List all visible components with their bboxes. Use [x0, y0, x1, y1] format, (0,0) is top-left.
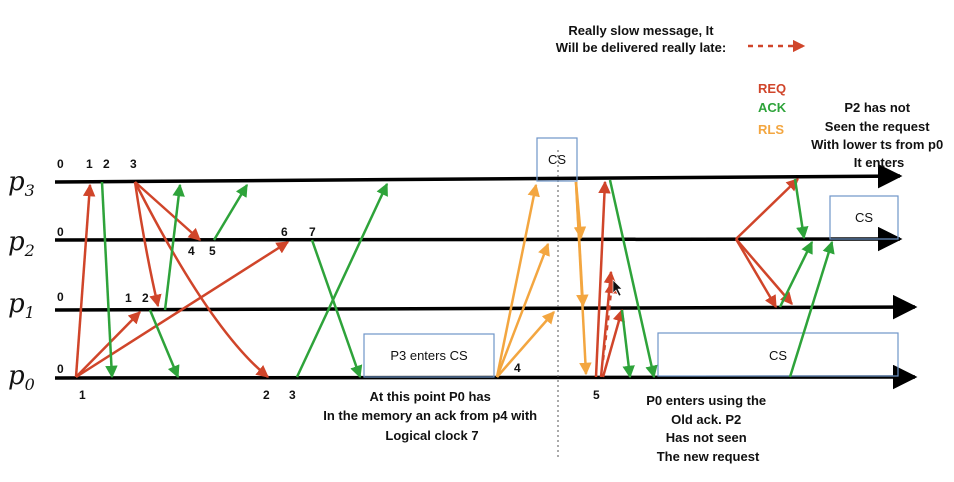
- legend-slow-line2: Will be delivered really late:: [556, 40, 726, 55]
- clock-p0-3: 3: [289, 388, 296, 402]
- clock-p2-6: 6: [281, 225, 288, 239]
- process-label-p3: p3: [8, 167, 35, 200]
- clock-p1-1: 1: [125, 291, 132, 305]
- clock-p3-3: 3: [130, 157, 137, 171]
- ack-p1-p0: [148, 309, 180, 379]
- req-p2-p1: [734, 238, 778, 309]
- req-p0-p1: [75, 311, 141, 378]
- rls-p0-p1: [496, 311, 555, 378]
- slow-req-p0-p2: [601, 280, 618, 361]
- req-p3-p0: [133, 181, 269, 378]
- clock-p1-2: 2: [142, 291, 149, 305]
- rls-messages: [495, 181, 592, 378]
- ack-messages: [100, 178, 835, 379]
- clock-p0-4: 4: [514, 361, 521, 375]
- rls-p0-p2: [495, 242, 550, 378]
- clock-p0-2: 2: [263, 388, 270, 402]
- cs-boxes: CS P3 enters CS CS CS: [363, 137, 899, 378]
- ack-p2-p3: [212, 183, 249, 241]
- ack-p1-p0-late: [620, 309, 635, 379]
- ack-p1-p2: [778, 240, 814, 308]
- clock-p0-1: 1: [79, 388, 86, 402]
- clock-p3-1: 1: [86, 157, 93, 171]
- process-label-p0: p0: [8, 361, 35, 394]
- p3-cs-label: CS: [548, 152, 566, 167]
- req-p2-p3: [735, 178, 799, 240]
- legend-req: REQ: [758, 81, 786, 96]
- process-labels: p3 p2 p1 p0: [8, 167, 35, 394]
- p2-cs-box: [829, 195, 899, 240]
- req-p0-p2-late: [599, 270, 617, 378]
- ack-p2-p0: [310, 239, 363, 379]
- ack-p3-p2: [793, 178, 809, 240]
- clock-p3-0: 0: [57, 157, 64, 171]
- rls-p0-p3: [495, 183, 540, 378]
- ack-p3-p0: [100, 181, 118, 379]
- annotations: P2 has not Seen the request With lower t…: [323, 100, 947, 464]
- req-p0-p3: [74, 183, 96, 378]
- mouse-cursor-icon: [612, 279, 623, 297]
- clock-p2-4: 4: [188, 244, 195, 258]
- note-p0-memory: At this point P0 has In the memory an ac…: [323, 389, 540, 443]
- p2-cs-label: CS: [855, 210, 873, 225]
- note-p2-not-seen: P2 has not Seen the request With lower t…: [811, 100, 947, 170]
- ack-p1-p3: [163, 183, 185, 311]
- clock-p3-2: 2: [103, 157, 110, 171]
- clock-p0-0: 0: [57, 362, 64, 376]
- req-messages: [74, 178, 799, 379]
- note-p0-enters: P0 enters using the Old ack. P2 Has not …: [646, 393, 770, 464]
- legend: Really slow message, It Will be delivere…: [556, 23, 806, 137]
- req-p3-p2: [134, 181, 201, 241]
- req-p3-p1: [133, 181, 162, 308]
- p0-cs-label: CS: [769, 348, 787, 363]
- clock-p2-7: 7: [309, 225, 316, 239]
- legend-slow-line1: Really slow message, It: [568, 23, 714, 38]
- ack-p0-p3: [295, 182, 389, 378]
- clock-p0-5: 5: [593, 388, 600, 402]
- req-p0-p1-late: [601, 308, 625, 378]
- clock-p2-5: 5: [209, 244, 216, 258]
- req-p2-p0: [735, 238, 793, 305]
- process-label-p2: p2: [8, 227, 35, 260]
- clock-p1-0: 0: [57, 290, 64, 304]
- rls-p3-p0: [574, 181, 592, 376]
- ack-p3-p0-late: [608, 179, 658, 379]
- legend-ack: ACK: [758, 100, 787, 115]
- ack-p0-p2: [788, 240, 835, 378]
- req-p0-p3-late: [594, 180, 611, 378]
- timeline-p3: [54, 163, 903, 189]
- p3-enters-label: P3 enters CS: [390, 348, 468, 363]
- clock-labels: 0 1 2 3 0 4 5 6 7 0 1 2 0 1 2 3 4 5: [57, 157, 600, 402]
- legend-rls: RLS: [758, 122, 784, 137]
- process-label-p1: p1: [8, 289, 35, 322]
- p0-cs-box: [657, 332, 899, 377]
- p3-cs-box: [536, 137, 578, 182]
- p3-enters-box: [363, 333, 495, 378]
- timeline-p2: [54, 226, 903, 252]
- clock-p2-0: 0: [57, 225, 64, 239]
